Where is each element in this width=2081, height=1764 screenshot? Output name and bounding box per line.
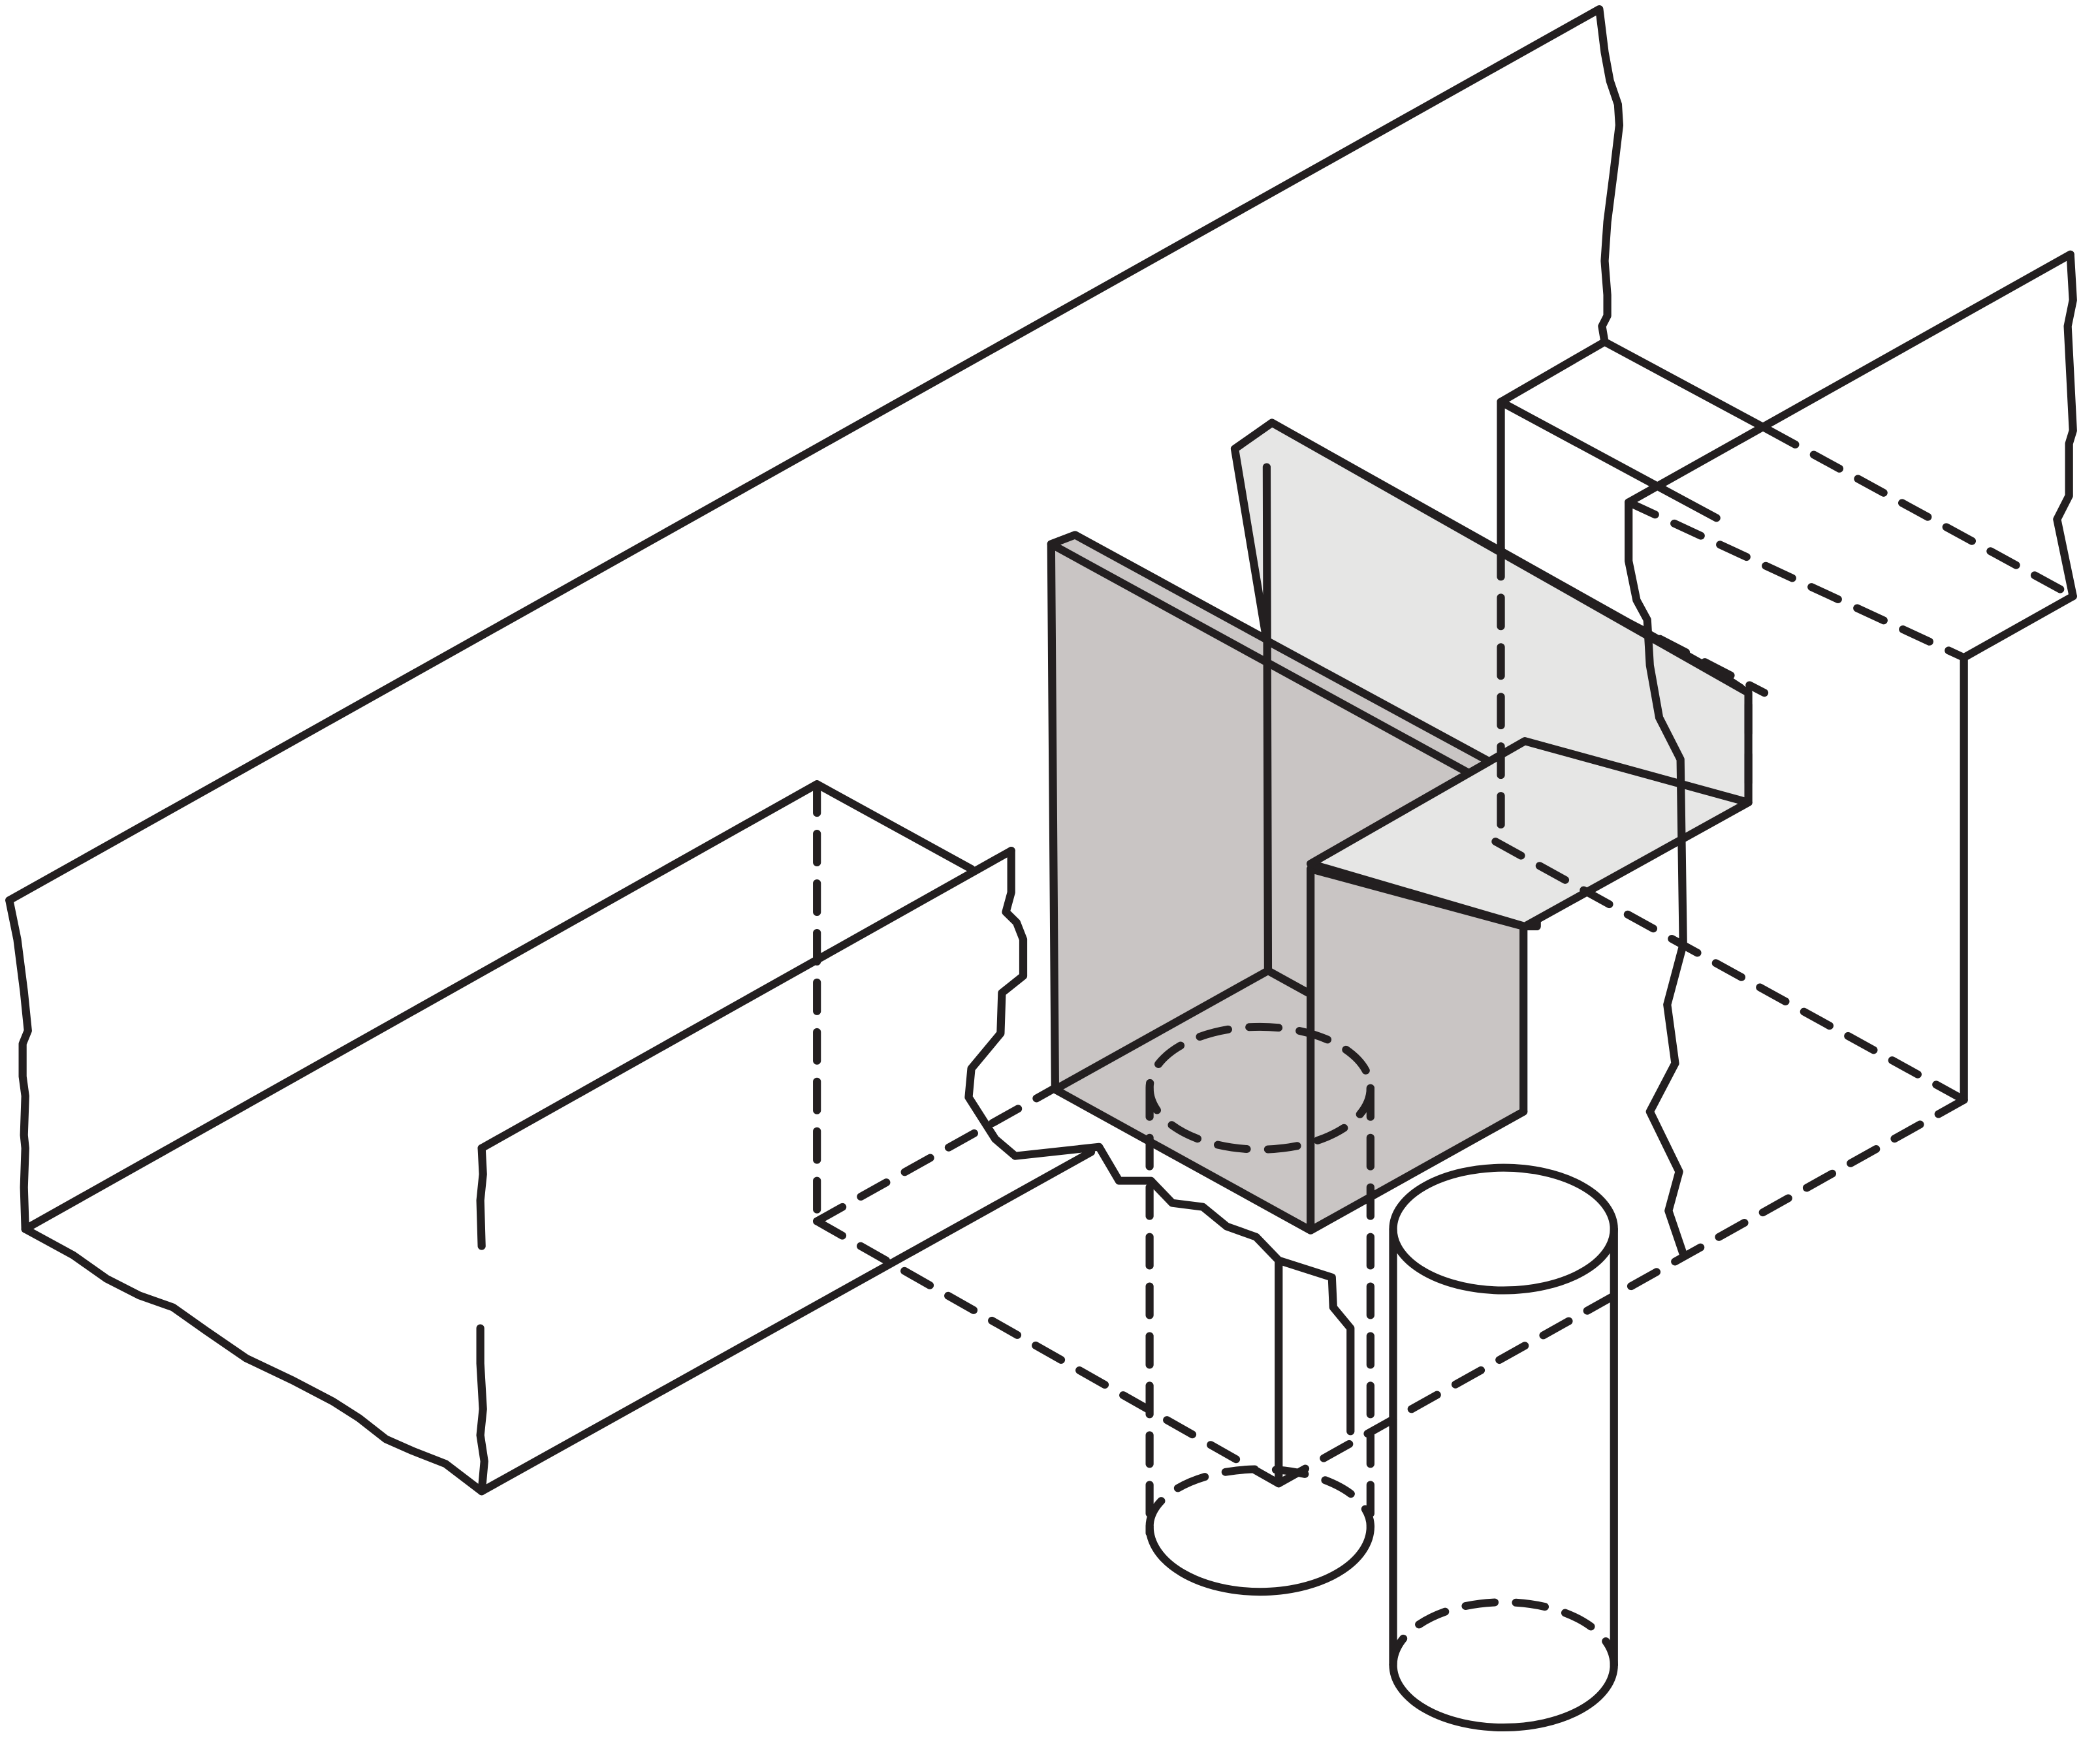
front-beam-left-edge-top — [476, 1144, 487, 1250]
right-wall-hidden-mid-diag — [1625, 498, 1968, 662]
bracket-light-top-lip — [1230, 418, 1721, 676]
cylinder-front — [1389, 1163, 1618, 1731]
cylinder-rear-bottom-back — [1145, 1465, 1374, 1531]
angle-bracket-light — [1230, 418, 1769, 975]
front-beam-bottom-edge — [477, 1148, 1096, 1496]
bracket-light-base-edge — [1307, 737, 1753, 868]
bracket-light-hidden-edge-a — [1712, 668, 1753, 807]
left-beam-left-break — [5, 896, 32, 1233]
right-wall-left-break — [1625, 498, 1687, 1258]
right-wall-right-break — [2053, 250, 2077, 601]
cylinder-front-top — [1389, 1163, 1618, 1295]
cylinder-rear — [1145, 1022, 1374, 1596]
angle-bracket-dark — [1047, 531, 1569, 1235]
cylinder-front-bottom-back — [1389, 1598, 1618, 1669]
left-beam-outline — [5, 5, 1624, 904]
front-beam-left-edge-bottom — [476, 1324, 488, 1496]
front-beam-top-edge — [477, 847, 1015, 1152]
front-beam-right-break — [964, 847, 1355, 1436]
left-beam-lower-edge — [21, 780, 976, 1233]
front-beam-hidden-left-diag — [813, 1217, 1283, 1488]
left-beam-bottom-break — [21, 1225, 486, 1496]
cylinder-rear-bottom-front — [1145, 1522, 1374, 1596]
cylinder-front-bottom-front — [1389, 1661, 1618, 1731]
right-wall-hidden-top-diag — [1766, 426, 2077, 601]
bracket-light-hidden-edge-b — [1611, 612, 1769, 697]
right-wall-ridge — [1625, 250, 2074, 507]
bracket-light-hidden-front-edge — [1262, 463, 1273, 975]
right-wall-top-face — [1497, 338, 1774, 435]
right-wall-inner-top — [1497, 398, 1721, 522]
right-wall-lower-edge — [1960, 592, 2077, 1104]
front-beam-hidden-back-diag — [813, 838, 1500, 1225]
front-beam — [476, 780, 1500, 1496]
right-wall-hidden-floor-diag — [1491, 838, 1968, 1104]
